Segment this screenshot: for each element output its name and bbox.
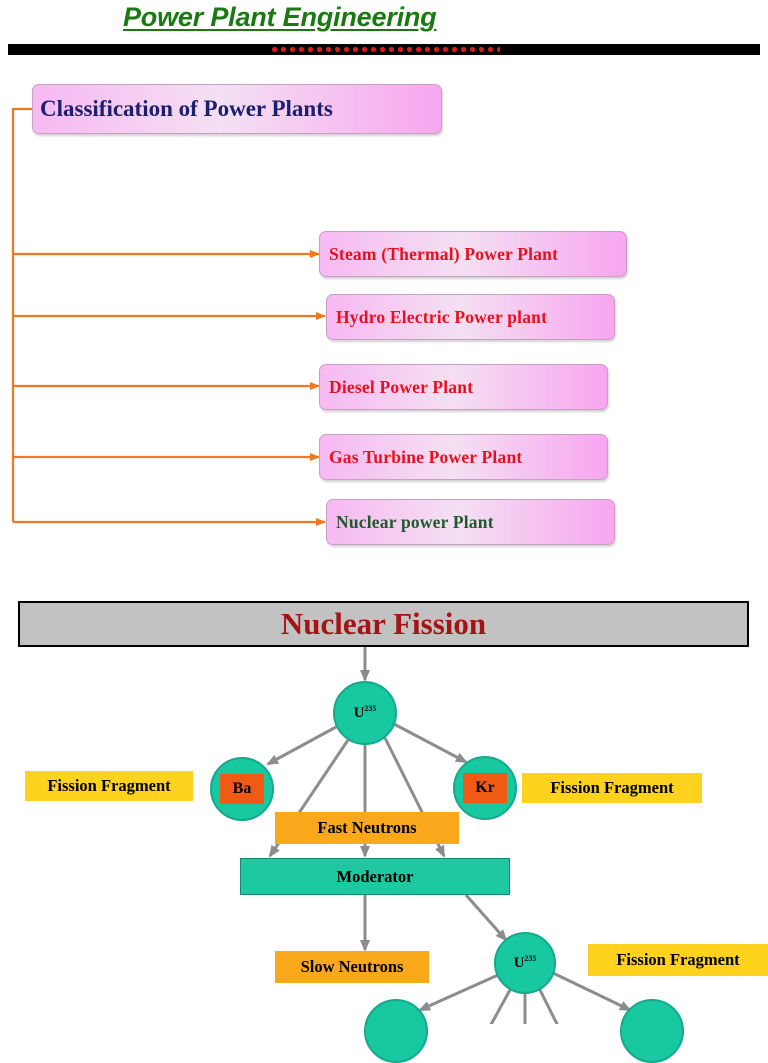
plant-label-diesel: Diesel Power Plant: [329, 376, 474, 397]
plant-label-hydro: Hydro Electric Power plant: [336, 306, 548, 327]
arrow-u235-2-mid3: [538, 989, 559, 1024]
plant-box-hydro: Hydro Electric Power plant: [326, 294, 615, 340]
plant-label-gas-turbine: Gas Turbine Power Plant: [329, 446, 523, 467]
connector-trunk: [11, 107, 34, 522]
plant-box-steam: Steam (Thermal) Power Plant: [319, 231, 627, 277]
arrow-u235-to-ba: [266, 725, 337, 766]
arrow-moderator-to-u235-2: [464, 894, 508, 942]
nuclear-fission-banner: Nuclear Fission: [18, 601, 749, 647]
plant-box-diesel: Diesel Power Plant: [319, 364, 608, 410]
fission-fragment-text: Fission Fragment: [47, 776, 171, 795]
u235-symbol: U: [353, 704, 365, 721]
u235-mass: 235: [364, 703, 377, 713]
fission-fragment-label-right: Fission Fragment: [522, 773, 702, 803]
moderator-box: Moderator: [240, 858, 510, 895]
krypton-label: Kr: [475, 779, 495, 796]
arrow-u235-2-right: [552, 971, 632, 1012]
krypton-nucleus: Kr: [453, 756, 517, 820]
u235-mass-second: 235: [524, 953, 537, 963]
fission-fragment-label-lower: Fission Fragment: [588, 944, 768, 976]
fission-fragment-label-left: Fission Fragment: [25, 771, 193, 801]
plant-label-steam: Steam (Thermal) Power Plant: [329, 243, 559, 264]
fast-neutrons-label: Fast Neutrons: [275, 812, 459, 844]
product-nucleus-left: [364, 999, 428, 1063]
fast-neutrons-text: Fast Neutrons: [317, 818, 417, 837]
page-title: Power Plant Engineering: [123, 2, 437, 32]
u235-symbol-second: U: [513, 954, 525, 971]
arrow-u235-2-mid1: [489, 989, 512, 1024]
krypton-box: Kr: [463, 773, 507, 803]
barium-label: Ba: [232, 780, 252, 797]
plant-box-nuclear: Nuclear power Plant: [326, 499, 615, 545]
classification-title: Classification of Power Plants: [40, 96, 333, 121]
header-dot-ornament: [270, 44, 500, 55]
fission-fragment-text: Fission Fragment: [550, 778, 674, 797]
arrow-u235-2-left: [418, 973, 499, 1012]
moderator-text: Moderator: [336, 866, 414, 886]
fission-fragment-text: Fission Fragment: [616, 950, 740, 969]
arrow-u235-to-kr: [393, 722, 468, 764]
nuclear-fission-title: Nuclear Fission: [280, 606, 487, 641]
barium-box: Ba: [220, 774, 264, 804]
slow-neutrons-text: Slow Neutrons: [300, 957, 404, 976]
product-nucleus-right: [620, 999, 684, 1063]
plant-box-gas-turbine: Gas Turbine Power Plant: [319, 434, 608, 480]
classification-title-box: Classification of Power Plants: [32, 84, 442, 134]
plant-label-nuclear: Nuclear power Plant: [336, 511, 494, 532]
barium-nucleus: Ba: [210, 757, 274, 821]
slow-neutrons-label: Slow Neutrons: [275, 951, 429, 983]
